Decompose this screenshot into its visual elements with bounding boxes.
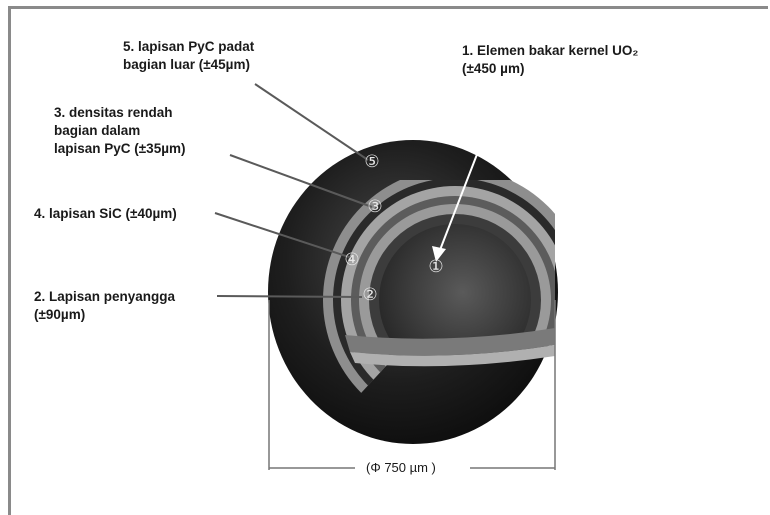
leader-buffer: [217, 296, 362, 297]
label-buffer: 2. Lapisan penyangga (±90µm): [34, 288, 175, 324]
label-outer-pyc: 5. lapisan PyC padat bagian luar (±45µm): [123, 38, 254, 74]
label-inner-pyc: 3. densitas rendah bagian dalam lapisan …: [54, 104, 185, 158]
label-kernel: 1. Elemen bakar kernel UO₂ (±450 µm): [462, 42, 638, 78]
leader-outer-pyc: [255, 84, 368, 160]
marker-2: ②: [362, 285, 377, 305]
diameter-label: (Φ 750 µm ): [362, 460, 440, 475]
label-sic: 4. lapisan SiC (±40µm): [34, 205, 177, 223]
marker-1: ①: [428, 257, 443, 277]
marker-5: ⑤: [364, 152, 379, 172]
marker-3: ③: [367, 197, 382, 217]
marker-4: ④: [344, 250, 359, 270]
